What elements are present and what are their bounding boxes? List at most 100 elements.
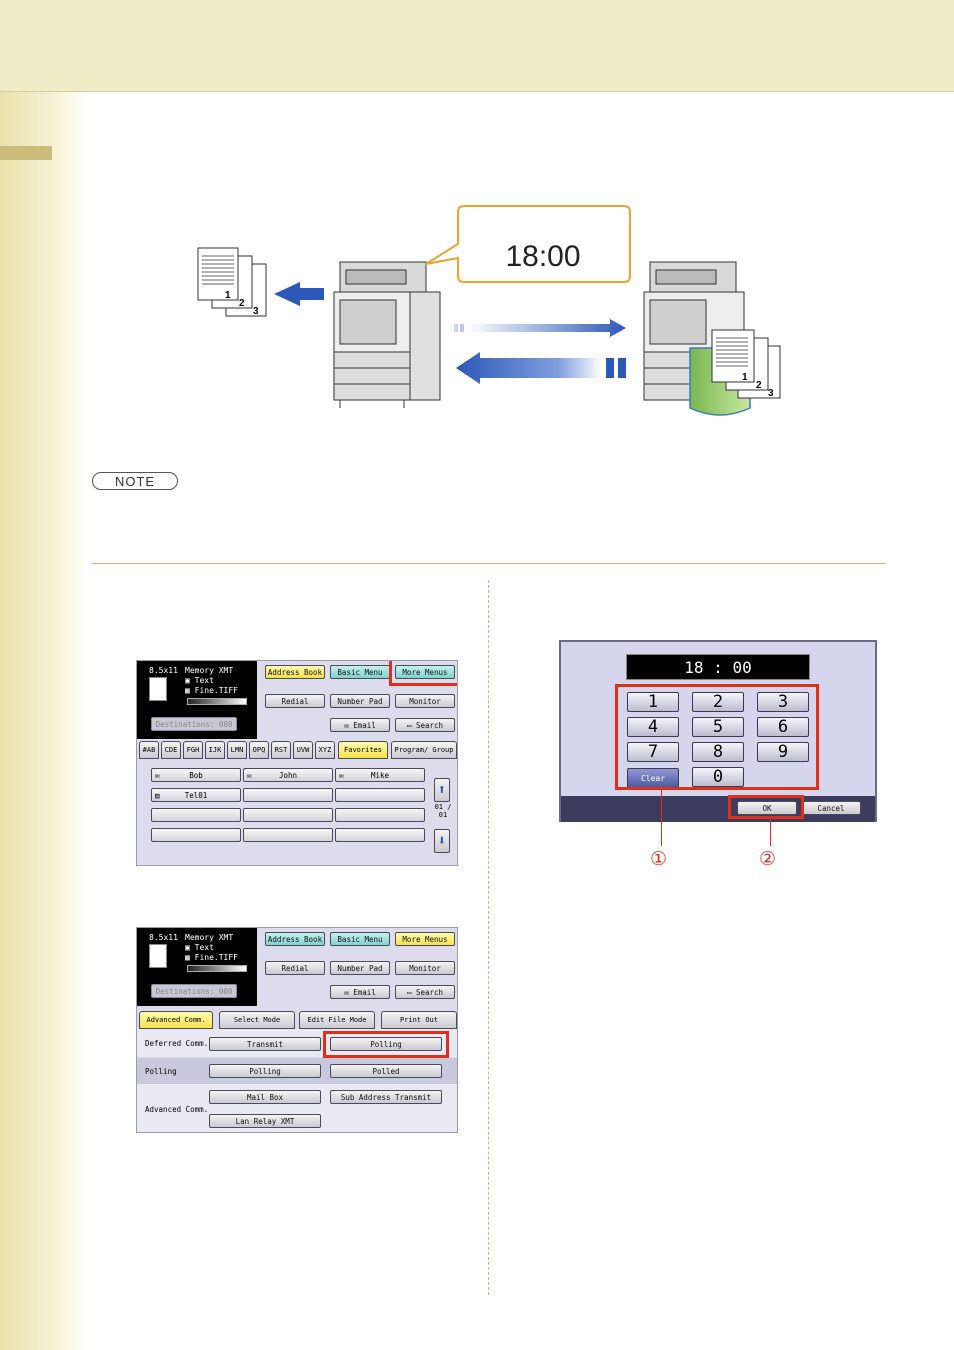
polled-button[interactable]: Polled bbox=[330, 1064, 442, 1078]
tab-program-group[interactable]: Program/ Group bbox=[391, 741, 457, 759]
search-button[interactable]: ▭ Search bbox=[395, 985, 455, 999]
tab-fgh[interactable]: FGH bbox=[183, 741, 203, 759]
time-display: 18 : 00 bbox=[626, 654, 810, 680]
fax-icon: ▤ bbox=[155, 790, 160, 800]
more-menus-screen: 8.5x11 Memory XMT ▣ Text ▦ Fine.TIFF Des… bbox=[136, 927, 458, 1133]
column-divider bbox=[488, 580, 489, 1295]
tab-print-out[interactable]: Print Out bbox=[381, 1011, 457, 1029]
entry-john[interactable]: ✉John bbox=[243, 768, 333, 782]
email-label: Email bbox=[353, 720, 376, 730]
basic-menu-button[interactable]: Basic Menu bbox=[330, 932, 390, 946]
key-8[interactable]: 8 bbox=[692, 742, 744, 762]
key-3[interactable]: 3 bbox=[757, 692, 809, 712]
document-icon bbox=[149, 944, 167, 968]
destinations-button[interactable]: Destinations: 000 bbox=[151, 984, 237, 998]
tab-uvw[interactable]: UVW bbox=[293, 741, 313, 759]
monitor-button[interactable]: Monitor bbox=[395, 694, 455, 708]
tab-lmn[interactable]: LMN bbox=[227, 741, 247, 759]
menu-tabs: Advanced Comm. Select Mode Edit File Mod… bbox=[137, 1011, 457, 1029]
number-pad-button[interactable]: Number Pad bbox=[330, 961, 390, 975]
tab-rst[interactable]: RST bbox=[271, 741, 291, 759]
empty-entry[interactable] bbox=[243, 808, 333, 822]
tab-opq[interactable]: OPQ bbox=[249, 741, 269, 759]
mail-box-button[interactable]: Mail Box bbox=[209, 1090, 321, 1104]
contrast-slider[interactable] bbox=[187, 698, 247, 705]
resolution: ▦ Fine.TIFF bbox=[185, 686, 238, 695]
destinations-button[interactable]: Destinations: 000 bbox=[151, 717, 237, 731]
search-button[interactable]: ▭ Search bbox=[395, 718, 455, 732]
row-label: Advanced Comm. bbox=[145, 1105, 209, 1114]
scroll-up-icon[interactable]: ⬆ bbox=[434, 778, 450, 802]
quality-label: Text bbox=[194, 676, 214, 685]
email-button[interactable]: ✉ Email bbox=[330, 718, 390, 732]
entry-tel01[interactable]: ▤ Tel01 bbox=[151, 788, 241, 802]
sub-address-transmit-button[interactable]: Sub Address Transmit bbox=[330, 1090, 442, 1104]
number-pad-button[interactable]: Number Pad bbox=[330, 694, 390, 708]
resolution-label: Fine.TIFF bbox=[194, 953, 238, 962]
empty-entry[interactable] bbox=[151, 808, 241, 822]
search-label: Search bbox=[415, 987, 444, 997]
entry-label: Tel01 bbox=[184, 790, 208, 800]
key-2[interactable]: 2 bbox=[692, 692, 744, 712]
basic-menu-button[interactable]: Basic Menu bbox=[330, 665, 390, 679]
tab-ijk[interactable]: IJK bbox=[205, 741, 225, 759]
key-0[interactable]: 0 bbox=[692, 767, 744, 787]
time-bubble bbox=[425, 205, 631, 283]
tab-cde[interactable]: CDE bbox=[161, 741, 181, 759]
tab-xyz[interactable]: XYZ bbox=[315, 741, 335, 759]
resolution: ▦ Fine.TIFF bbox=[185, 953, 238, 962]
empty-entry[interactable] bbox=[151, 828, 241, 842]
key-6[interactable]: 6 bbox=[757, 717, 809, 737]
more-menus-button[interactable]: More Menus bbox=[395, 665, 455, 679]
entry-bob[interactable]: ✉Bob bbox=[151, 768, 241, 782]
entry-label: Bob bbox=[189, 770, 203, 780]
callout-1: ① bbox=[650, 848, 668, 870]
tab-select-mode[interactable]: Select Mode bbox=[219, 1011, 295, 1029]
contrast-slider[interactable] bbox=[187, 965, 247, 972]
redial-button[interactable]: Redial bbox=[265, 694, 325, 708]
tab-edit-file-mode[interactable]: Edit File Mode bbox=[299, 1011, 375, 1029]
original-quality: ▣ Text bbox=[185, 676, 214, 685]
address-book-button[interactable]: Address Book bbox=[265, 665, 325, 679]
key-4[interactable]: 4 bbox=[627, 717, 679, 737]
callout-line-1 bbox=[661, 790, 662, 846]
deferred-polling-button[interactable]: Polling bbox=[330, 1037, 442, 1051]
key-7[interactable]: 7 bbox=[627, 742, 679, 762]
status-lcd: 8.5x11 Memory XMT ▣ Text ▦ Fine.TIFF Des… bbox=[137, 661, 257, 739]
tab-favorites[interactable]: Favorites bbox=[338, 741, 388, 759]
lan-relay-xmt-button[interactable]: Lan Relay XMT bbox=[209, 1114, 321, 1128]
address-book-screen: 8.5x11 Memory XMT ▣ Text ▦ Fine.TIFF Des… bbox=[136, 660, 458, 866]
book-icon: ▭ bbox=[406, 720, 416, 730]
note-label: NOTE bbox=[92, 472, 178, 490]
deferred-transmit-button[interactable]: Transmit bbox=[209, 1037, 321, 1051]
page-indicator: 01 / 01 bbox=[434, 803, 452, 819]
time-entry-screen: 18 : 00 1 2 3 4 5 6 7 8 9 Clear 0 OK Can… bbox=[559, 640, 877, 822]
resolution-label: Fine.TIFF bbox=[194, 686, 238, 695]
empty-entry[interactable] bbox=[243, 828, 333, 842]
cancel-button[interactable]: Cancel bbox=[801, 801, 861, 815]
key-1[interactable]: 1 bbox=[627, 692, 679, 712]
redial-button[interactable]: Redial bbox=[265, 961, 325, 975]
transmission-mode: Memory XMT bbox=[185, 933, 234, 942]
empty-entry[interactable] bbox=[335, 828, 425, 842]
monitor-button[interactable]: Monitor bbox=[395, 961, 455, 975]
more-menus-button[interactable]: More Menus bbox=[395, 932, 455, 946]
entry-mike[interactable]: ✉Mike bbox=[335, 768, 425, 782]
empty-entry[interactable] bbox=[243, 788, 333, 802]
empty-entry[interactable] bbox=[335, 788, 425, 802]
scroll-down-icon[interactable]: ⬇ bbox=[434, 829, 450, 853]
highlight-deferred-polling bbox=[323, 1031, 449, 1058]
key-9[interactable]: 9 bbox=[757, 742, 809, 762]
email-button[interactable]: ✉ Email bbox=[330, 985, 390, 999]
footer-bar: OK Cancel bbox=[561, 796, 875, 822]
empty-entry[interactable] bbox=[335, 808, 425, 822]
ok-button[interactable]: OK bbox=[737, 801, 797, 815]
document-return-arrow bbox=[456, 352, 626, 384]
polling-button[interactable]: Polling bbox=[209, 1064, 321, 1078]
tab-ab[interactable]: #AB bbox=[139, 741, 159, 759]
advanced-comm-row: Advanced Comm. Mail Box Sub Address Tran… bbox=[137, 1084, 457, 1132]
highlight-ok bbox=[728, 795, 804, 819]
key-5[interactable]: 5 bbox=[692, 717, 744, 737]
tab-advanced-comm[interactable]: Advanced Comm. bbox=[139, 1011, 213, 1029]
address-book-button[interactable]: Address Book bbox=[265, 932, 325, 946]
